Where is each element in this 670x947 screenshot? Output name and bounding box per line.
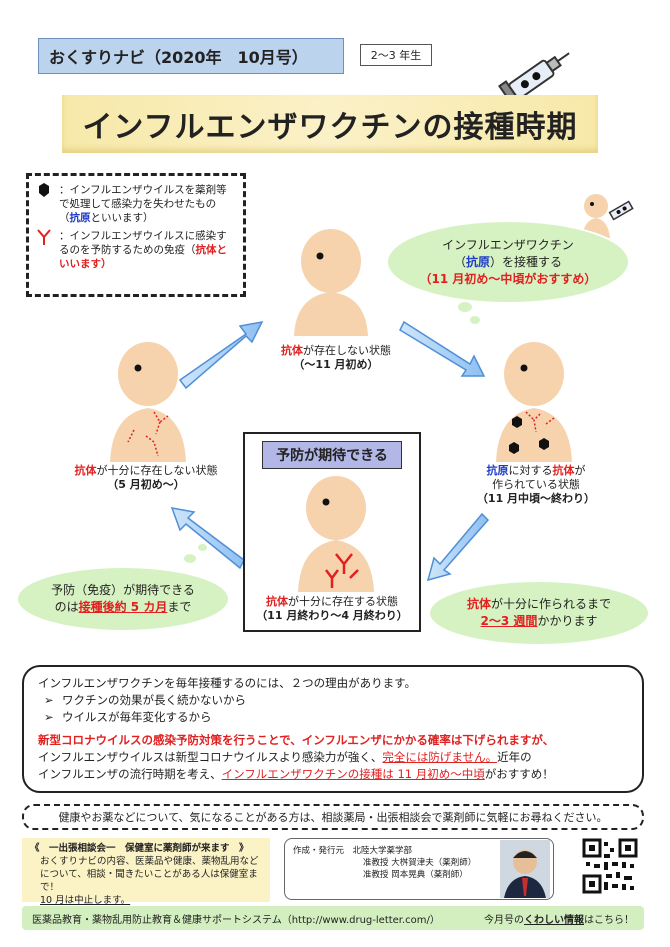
footer-more-post: はこちら！ <box>584 914 634 926</box>
state-center-caption: 抗体が十分に存在する状態 （11 月終わり～4 月終わり） <box>246 595 418 623</box>
credits-label: 作成・発行元 <box>293 846 345 856</box>
qr-code-icon[interactable] <box>582 838 638 894</box>
cloud-vaccine-open: （ <box>453 254 466 269</box>
state-right-red: 抗体 <box>552 464 575 477</box>
cloud-vaccine-close: ）を接種する <box>490 254 563 269</box>
cloud-vaccine-recommend: （11 月初め～中頃がおすすめ） <box>419 271 597 286</box>
footer-bar: 医薬品教育・薬物乱用防止教育＆健康サポートシステム（http://www.dru… <box>22 906 644 930</box>
state-center-period: （11 月終わり～4 月終わり） <box>256 609 408 622</box>
cloud-weeks-red: 抗体 <box>466 597 491 611</box>
child-figure-top <box>294 229 368 336</box>
state-right-mid2: が <box>574 464 586 477</box>
notice-box: 《 一出張相談会一 保健室に薬剤師が来ます 》 おくすりナビの内容、医薬品や健康… <box>22 838 270 906</box>
legend-antigen-post: といいます） <box>90 212 154 224</box>
state-top-caption: 抗体が存在しない状態 （～11 月初め） <box>256 344 416 372</box>
reason-item: ワクチンの効果が長く続かないから <box>38 692 628 709</box>
legend-antigen: ：インフルエンザウイルスを薬剤等で処理して感染力を失わせたもの（抗原といいます） <box>37 183 235 225</box>
state-right-line2: 作られている状態 <box>492 478 580 491</box>
footer-more-link[interactable]: くわしい情報 <box>524 914 584 926</box>
cloud-weeks-mid: が十分に作られるまで <box>491 597 612 611</box>
notice-title: 《 一出張相談会一 保健室に薬剤師が来ます 》 <box>30 843 249 854</box>
reasons-not-prevent: 完全には防げません。 <box>382 750 498 764</box>
notice-stop: 10 月は中止します。 <box>40 895 131 906</box>
cloud-months-period: 接種後約 5 カ月 <box>78 600 168 614</box>
cloud-dot <box>458 302 472 312</box>
state-top-red: 抗体 <box>281 344 303 357</box>
legend-antibody-post: といいます） <box>59 244 227 270</box>
cloud-months-line1: 予防（免疫）が期待できる <box>51 583 195 597</box>
reasons-text-3: インフルエンザの流行時期を考え、 <box>38 767 222 781</box>
cloud-months: 予防（免疫）が期待できる のは接種後約 5 カ月まで <box>18 568 228 630</box>
reasons-recommend-period: インフルエンザワクチンの接種は 11 月初め～中頃 <box>221 767 485 781</box>
cloud-dot <box>198 544 207 551</box>
newsletter-title: おくすりナビ（2020年 10月号） <box>38 38 344 74</box>
cloud-dot <box>184 554 196 563</box>
antibody-icon <box>37 229 51 245</box>
arrow-right-to-bottom <box>426 512 490 582</box>
credits-box: 作成・発行元 北陸大学薬学部 准教授 大桝賀津夫（薬剤師） 准教授 岡本晃典（薬… <box>284 838 554 900</box>
credits-person-1: 准教授 大桝賀津夫（薬剤師） <box>363 858 477 868</box>
main-title: インフルエンザワクチンの接種時期 <box>82 110 578 145</box>
cloud-dot <box>470 316 480 324</box>
antigen-icon <box>39 183 49 197</box>
state-right-caption: 抗原に対する抗体が 作られている状態 （11 月中頃～終わり） <box>446 464 626 506</box>
state-center-red: 抗体 <box>266 595 288 608</box>
state-right-antigen: 抗原 <box>486 464 509 477</box>
state-top-period: （～11 月初め） <box>293 358 379 371</box>
footer-website[interactable]: 医薬品教育・薬物乱用防止教育＆健康サポートシステム（http://www.dru… <box>32 914 440 926</box>
state-right-period: （11 月中頃～終わり） <box>476 492 596 505</box>
state-left-period: （5 月初め～） <box>107 478 185 491</box>
footer-more-pre: 今月号の <box>484 914 524 926</box>
reason-item: ウイルスが毎年変化するから <box>38 709 628 726</box>
main-title-banner: インフルエンザワクチンの接種時期 <box>62 95 598 153</box>
child-figure-right <box>496 342 572 462</box>
reasons-intro: インフルエンザワクチンを毎年接種するのには、２つの理由があります。 <box>38 676 417 690</box>
legend-antibody-word: 抗体 <box>195 244 217 256</box>
state-left-caption: 抗体が十分に存在しない状態 （5 月初め～） <box>56 464 236 492</box>
legend-antigen-text: ：インフルエンザウイルスを薬剤等で処理して感染力を失わせたもの（ <box>59 184 227 224</box>
author-photo <box>500 840 550 898</box>
reasons-text-4: がおすすめ！ <box>484 767 554 781</box>
consult-note: 健康やお薬などについて、気になることがある方は、相談薬局・出張相談会で薬剤師に気… <box>22 804 644 830</box>
cloud-weeks-post: かかります <box>537 614 598 628</box>
reasons-covid-note: 新型コロナウイルスの感染予防対策を行うことで、インフルエンザにかかる確率は下げら… <box>38 733 555 747</box>
credits-person-2: 准教授 岡本晃典（薬剤師） <box>363 870 468 880</box>
cloud-vaccine: インフルエンザワクチン （抗原）を接種する （11 月初め～中頃がおすすめ） <box>388 222 628 302</box>
cloud-vaccine-antigen: 抗原 <box>465 254 490 269</box>
notice-body: おくすりナビの内容、医薬品や健康、薬物乱用など について、相談・聞きたいことがあ… <box>40 856 259 893</box>
state-right-mid1: に対する <box>508 464 553 477</box>
grade-label: 2～3 年生 <box>360 44 432 66</box>
legend-antigen-word: 抗原 <box>69 212 91 224</box>
cloud-weeks-period: 2～3 週間 <box>480 614 538 628</box>
child-figure-center <box>298 476 374 592</box>
cloud-months-pre: のは <box>54 600 79 614</box>
state-left-text: が十分に存在しない状態 <box>96 464 218 477</box>
cloud-vaccine-line1: インフルエンザワクチン <box>442 237 574 252</box>
state-center-text: が十分に存在する状態 <box>288 595 398 608</box>
reasons-text-2: 近年の <box>497 750 532 764</box>
state-left-red: 抗体 <box>74 464 97 477</box>
arrow-bottom-to-left <box>170 507 245 570</box>
prevention-label: 予防が期待できる <box>262 441 402 469</box>
child-figure-left <box>110 342 186 462</box>
reasons-box: インフルエンザワクチンを毎年接種するのには、２つの理由があります。 ワクチンの効… <box>22 665 644 793</box>
reasons-text-1: インフルエンザウイルスは新型コロナウイルスより感染力が強く、 <box>38 750 383 764</box>
legend-box: ：インフルエンザウイルスを薬剤等で処理して感染力を失わせたもの（抗原といいます）… <box>26 173 246 297</box>
syringe-icon <box>498 52 570 108</box>
newsletter-title-text: おくすりナビ（2020年 10月号） <box>49 48 308 67</box>
legend-antibody: ：インフルエンザウイルスに感染するのを予防するための免疫（抗体といいます） <box>37 229 235 271</box>
cloud-weeks: 抗体が十分に作られるまで 2～3 週間かかります <box>430 582 648 644</box>
cloud-months-post: まで <box>167 600 192 614</box>
state-top-text: が存在しない状態 <box>303 344 391 357</box>
credits-org: 北陸大学薬学部 <box>352 846 413 856</box>
legend-antibody-text: ：インフルエンザウイルスに感染するのを予防するための免疫（ <box>59 230 227 256</box>
vaccination-icon <box>582 194 634 238</box>
